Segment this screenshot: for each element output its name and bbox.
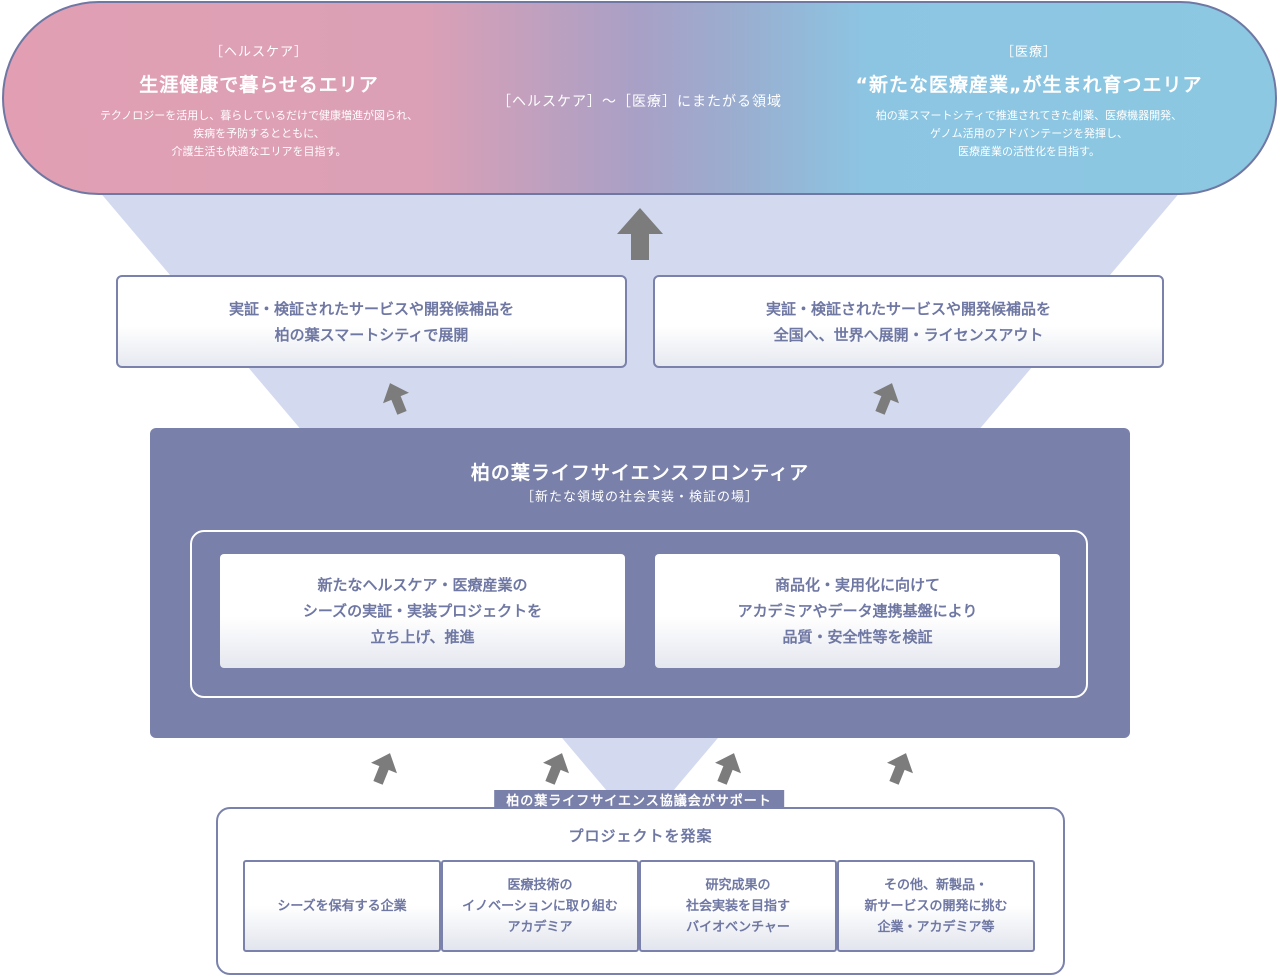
frontier-title: 柏の葉ライフサイエンスフロンティア — [470, 462, 810, 484]
other-companies-box: その他、新製品・ 新サービスの開発に挑む 企業・アカデミア等 — [837, 860, 1035, 952]
overlap-area-label: ［ヘルスケア］〜［医療］にまたがる領域 — [497, 94, 782, 110]
medical-tag: ［医療］ — [1000, 45, 1057, 60]
verification-box: 商品化・実用化に向けて アカデミアやデータ連携基盤により 品質・安全性等を検証 — [655, 554, 1060, 668]
project-launch-box: 新たなヘルスケア・医療産業の シーズの実証・実装プロジェクトを 立ち上げ、推進 — [220, 554, 625, 668]
healthcare-title: 生涯健康で暮らせるエリア — [139, 74, 379, 96]
support-frame: 柏の葉ライフサイエンス協議会がサポート — [190, 530, 1088, 809]
medical-title: “新たな医療産業„が生まれ育つエリア — [855, 74, 1203, 96]
healthcare-area: ［ヘルスケア］ 生涯健康で暮らせるエリア テクノロジーを活用し、暮らしているだけ… — [64, 41, 454, 161]
up-arrow-icon — [715, 753, 741, 785]
medical-description: 柏の葉スマートシティで推進されてきた創薬、医療機器開発、 ゲノム活用のアドバンテ… — [875, 109, 1183, 158]
up-left-arrow-icon — [383, 383, 409, 415]
bioventure-box: 研究成果の 社会実装を目指す バイオベンチャー — [639, 860, 837, 952]
up-arrow-icon — [371, 753, 397, 785]
healthcare-tag: ［ヘルスケア］ — [209, 45, 308, 60]
academia-box: 医療技術の イノベーションに取り組む アカデミア — [441, 860, 639, 952]
healthcare-description: テクノロジーを活用し、暮らしているだけで健康増進が図られ、 疾病を予防するととも… — [99, 109, 419, 158]
deploy-global-box: 実証・検証されたサービスや開発候補品を 全国へ、世界へ展開・ライセンスアウト — [653, 275, 1164, 368]
up-arrow-icon — [617, 208, 663, 260]
up-arrow-icon — [887, 753, 913, 785]
medical-area: ［医療］ “新たな医療産業„が生まれ育つエリア 柏の葉スマートシティで推進されて… — [829, 41, 1229, 161]
seed-company-box: シーズを保有する企業 — [243, 860, 441, 952]
up-right-arrow-icon — [873, 383, 899, 415]
proposal-title: プロジェクトを発案 — [568, 827, 713, 845]
frontier-subtitle: ［新たな領域の社会実装・検証の場］ — [520, 490, 759, 505]
frontier-block: 柏の葉ライフサイエンスフロンティア ［新たな領域の社会実装・検証の場］ 柏の葉ラ… — [150, 428, 1130, 809]
deploy-kashiwanoha-box: 実証・検証されたサービスや開発候補品を 柏の葉スマートシティで展開 — [116, 275, 627, 368]
up-arrow-icon — [543, 753, 569, 785]
goal-pill: ［ヘルスケア］ 生涯健康で暮らせるエリア テクノロジーを活用し、暮らしているだけ… — [2, 1, 1277, 195]
support-label: 柏の葉ライフサイエンス協議会がサポート — [494, 790, 784, 809]
